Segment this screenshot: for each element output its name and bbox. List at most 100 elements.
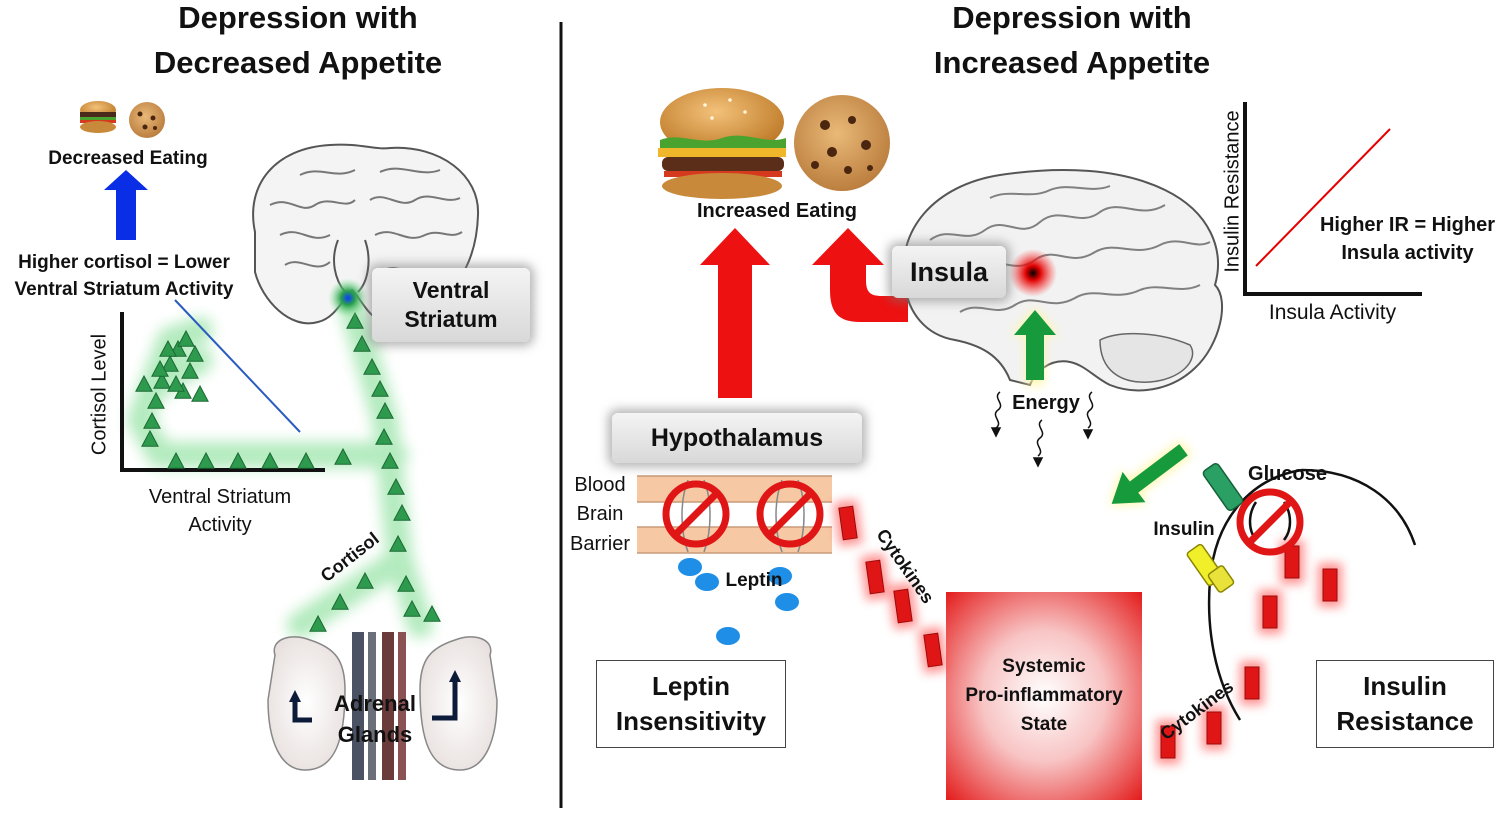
bbb-label-line3: Barrier [569, 533, 630, 555]
leptin-molecules [678, 558, 799, 645]
cortisol-triangle [376, 401, 394, 419]
cortisol-triangle [167, 451, 185, 469]
blue-up-arrow [104, 170, 148, 240]
leptin-insensitivity-box: Leptin Insensitivity [596, 660, 786, 748]
cortisol-triangle [261, 451, 279, 469]
insulin-box-line2: Resistance [1336, 706, 1474, 736]
insulin-trend-line [1255, 128, 1391, 267]
cytokine-molecule [833, 499, 863, 547]
systemic-state-box [946, 592, 1142, 800]
insulin-plot [1243, 102, 1422, 296]
cortisol-triangle [375, 427, 393, 445]
insula-box: Insula [892, 246, 1006, 298]
cortisol-triangle [403, 599, 421, 617]
energy-squiggles [990, 391, 1094, 468]
cortisol-triangle [356, 571, 374, 589]
food-icon-small [80, 101, 165, 138]
insulin-box-line1: Insulin [1363, 670, 1447, 701]
cortisol-triangle [393, 503, 411, 521]
cytokine-molecule [1258, 590, 1282, 634]
insulin-receptor [1186, 543, 1235, 593]
cytokine-molecules [833, 499, 1342, 764]
adrenal-glands-icon [267, 632, 498, 780]
cortisol-triangle [191, 384, 209, 402]
ventral-striatum-box: Ventral Striatum [372, 268, 530, 342]
cortisol-triangle [423, 604, 441, 622]
hypothalamus-label: Hypothalamus [650, 423, 824, 452]
right-title-line2: Increased Appetite [933, 45, 1211, 80]
cortisol-plot-axes [120, 299, 325, 472]
cortisol-triangle [151, 359, 169, 377]
adrenal-label-line1: Adrenal [334, 691, 416, 716]
cortisol-triangle [309, 614, 327, 632]
cortisol-triangle [371, 379, 389, 397]
insula-label: Insula [909, 256, 989, 287]
cortisol-triangle [334, 447, 352, 465]
burger-icon [658, 88, 786, 199]
cortisol-trend-line [174, 299, 301, 433]
insula-spot [1009, 249, 1057, 297]
cytokine-molecule [1318, 563, 1342, 607]
leptin-box-line2: Insensitivity [615, 706, 767, 736]
systemic-line2: Pro-inflammatory [965, 685, 1123, 706]
cortisol-triangle [159, 339, 177, 357]
cortisol-triangle [381, 451, 399, 469]
hypothalamus-box: Hypothalamus [612, 413, 862, 463]
cytokine-molecule [1156, 720, 1180, 764]
brain-sagittal [902, 168, 1223, 392]
cortisol-triangle [147, 391, 165, 409]
insula-activity-axis-label: Insula Activity [1268, 301, 1397, 324]
ventral-striatum-axis-line1: Ventral Striatum [148, 486, 292, 508]
cytokine-molecule [888, 582, 918, 630]
cortisol-triangle [353, 334, 371, 352]
ventral-striatum-axis-line2: Activity [188, 514, 252, 536]
cortisol-triangle [186, 344, 204, 362]
cortisol-triangle [346, 311, 364, 329]
cortisol-triangle [331, 592, 349, 610]
right-title-line1: Depression with [952, 0, 1192, 35]
cortisol-triangles [135, 311, 441, 632]
cortisol-triangle [141, 429, 159, 447]
increased-eating-label: Increased Eating [696, 200, 858, 222]
cortisol-triangle [167, 374, 185, 392]
decreased-eating-label: Decreased Eating [48, 148, 208, 169]
cortisol-triangle [297, 451, 315, 469]
cortisol-triangle [135, 374, 153, 392]
cortisol-relation-line2: Ventral Striatum Activity [14, 279, 234, 300]
ventral-striatum-spot [328, 278, 368, 318]
cortisol-triangle [387, 477, 405, 495]
systemic-line3: State [1020, 714, 1068, 735]
energy-label: Energy [1012, 392, 1080, 414]
cortisol-level-axis-label: Cortisol Level [88, 333, 111, 456]
cortisol-triangle [153, 371, 171, 389]
insulin-label: Insulin [1153, 519, 1215, 540]
leptin-label: Leptin [725, 570, 783, 591]
cortisol-triangle [229, 451, 247, 469]
leptin-receptor-blocked-2 [756, 479, 824, 553]
cortisol-triangle [397, 574, 415, 592]
cytokine-molecule [1240, 661, 1264, 705]
cortisol-relation-line1: Higher cortisol = Lower [18, 252, 230, 273]
energy-arrow-up [1012, 308, 1058, 385]
cytokine-molecule [860, 553, 890, 601]
leptin-receptor-blocked-1 [662, 479, 730, 553]
left-title-line2: Decreased Appetite [153, 45, 443, 80]
cortisol-triangle [143, 411, 161, 429]
cytokine-molecule [1202, 706, 1226, 750]
bbb-label-line1: Blood [574, 474, 626, 496]
cortisol-triangle [177, 329, 195, 347]
insulin-energy-arrow [1110, 440, 1192, 506]
cortisol-triangle [363, 357, 381, 375]
red-up-arrow [700, 228, 770, 398]
cortisol-triangle [161, 354, 179, 372]
cortisol-triangle [181, 361, 199, 379]
left-title-line1: Depression with [178, 0, 418, 35]
cookie-icon [794, 95, 890, 191]
cortisol-triangle [197, 451, 215, 469]
ir-relation-line1: Higher IR = Higher [1319, 214, 1496, 236]
cytokine-molecule [918, 626, 948, 674]
ir-relation-line2: Insula activity [1341, 242, 1474, 264]
red-curved-arrow [812, 228, 908, 322]
